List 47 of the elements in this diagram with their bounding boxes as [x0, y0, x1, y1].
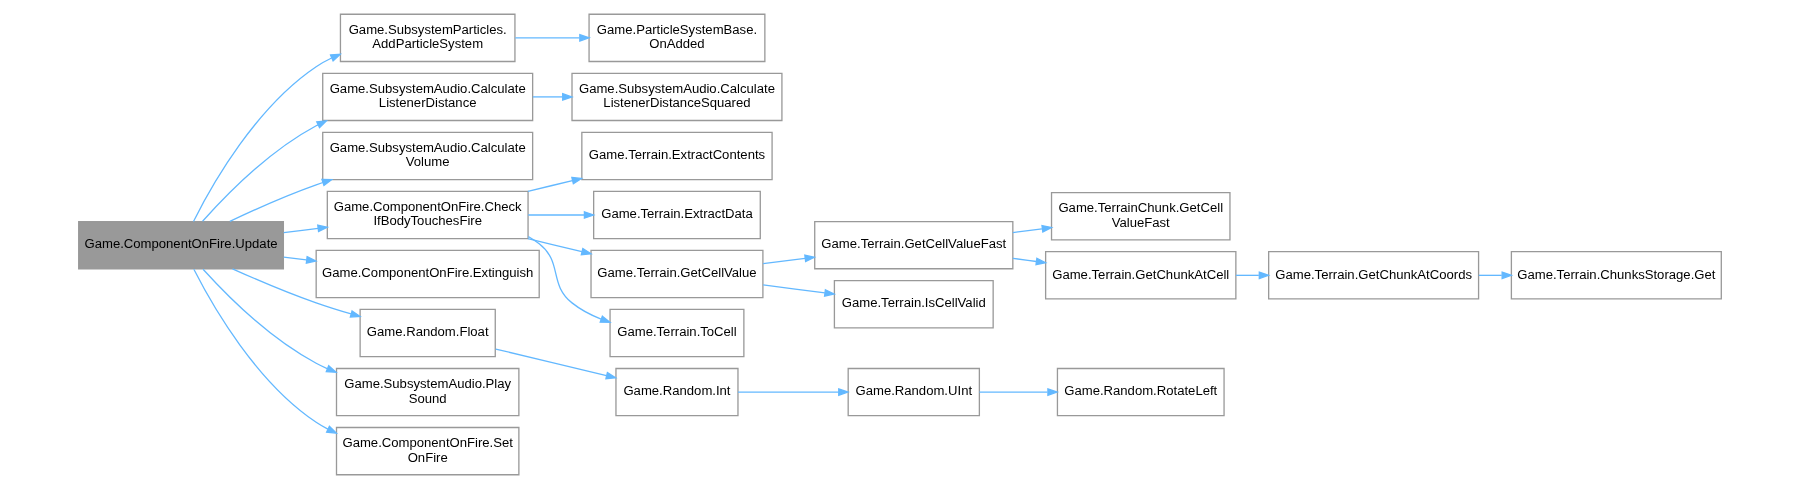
arrow [231, 267, 362, 318]
node-box: Game.Terrain.ToCell [609, 308, 745, 357]
arrow [229, 178, 334, 222]
node-box: Game.ComponentOnFire.Update [78, 220, 285, 269]
node-box: Game.ComponentOnFire.Extinguish [315, 249, 540, 298]
arrow [527, 237, 593, 255]
node-box: Game.ComponentOnFire.Check IfBodyTouchesFire [326, 190, 529, 239]
arrow [192, 52, 343, 222]
arrow [202, 268, 338, 373]
node-box: Game.Terrain.GetChunkAtCell [1044, 250, 1237, 300]
node-box: Game.Random.RotateLeft [1056, 367, 1225, 416]
node-box: Game.Terrain.ExtractData [593, 190, 761, 239]
node-box: Game.Terrain.GetCellValueFast [814, 220, 1014, 269]
node-box: Game.SubsystemAudio.Calculate ListenerDistance [322, 72, 534, 121]
arrow [201, 119, 329, 222]
node-box: Game.Random.Float [359, 308, 496, 357]
arrow [193, 268, 339, 434]
arrow [527, 210, 596, 219]
node-box: Game.SubsystemParticles. AddParticleSystem [339, 13, 516, 62]
arrow [514, 33, 591, 42]
arrow [495, 347, 618, 379]
arrow [1235, 270, 1271, 279]
arrow [762, 253, 817, 264]
arrow [527, 235, 612, 323]
node-box: Game.Terrain.ExtractContents [581, 131, 773, 180]
node-box: Game.Terrain.IsCellValid [833, 279, 994, 328]
arrow [283, 255, 318, 264]
arrow [978, 387, 1060, 396]
node-box: Game.Random.Int [615, 367, 739, 416]
node-box: Game.SubsystemAudio.Play Sound [335, 367, 520, 416]
arrow [737, 387, 850, 396]
node-box: Game.ComponentOnFire.Set OnFire [335, 426, 520, 475]
node-box: Game.SubsystemAudio.Calculate ListenerDistanceSquared [571, 72, 783, 121]
arrow [1012, 256, 1048, 265]
arrow [1478, 270, 1514, 279]
arrow [283, 223, 330, 233]
node-box: Game.TerrainChunk.GetCell ValueFast [1050, 191, 1231, 241]
node-box: Game.Terrain.ChunksStorage.Get [1510, 250, 1722, 300]
node-box: Game.SubsystemAudio.Calculate Volume [322, 131, 534, 180]
node-box: Game.Terrain.GetChunkAtCoords [1268, 250, 1480, 300]
arrow [762, 283, 837, 297]
arrow [532, 92, 574, 101]
node-box: Game.ParticleSystemBase. OnAdded [588, 13, 766, 62]
node-box: Game.Terrain.GetCellValue [590, 249, 764, 298]
arrow [1012, 224, 1054, 233]
node-box: Game.Random.UInt [847, 367, 981, 416]
arrow [527, 176, 584, 192]
